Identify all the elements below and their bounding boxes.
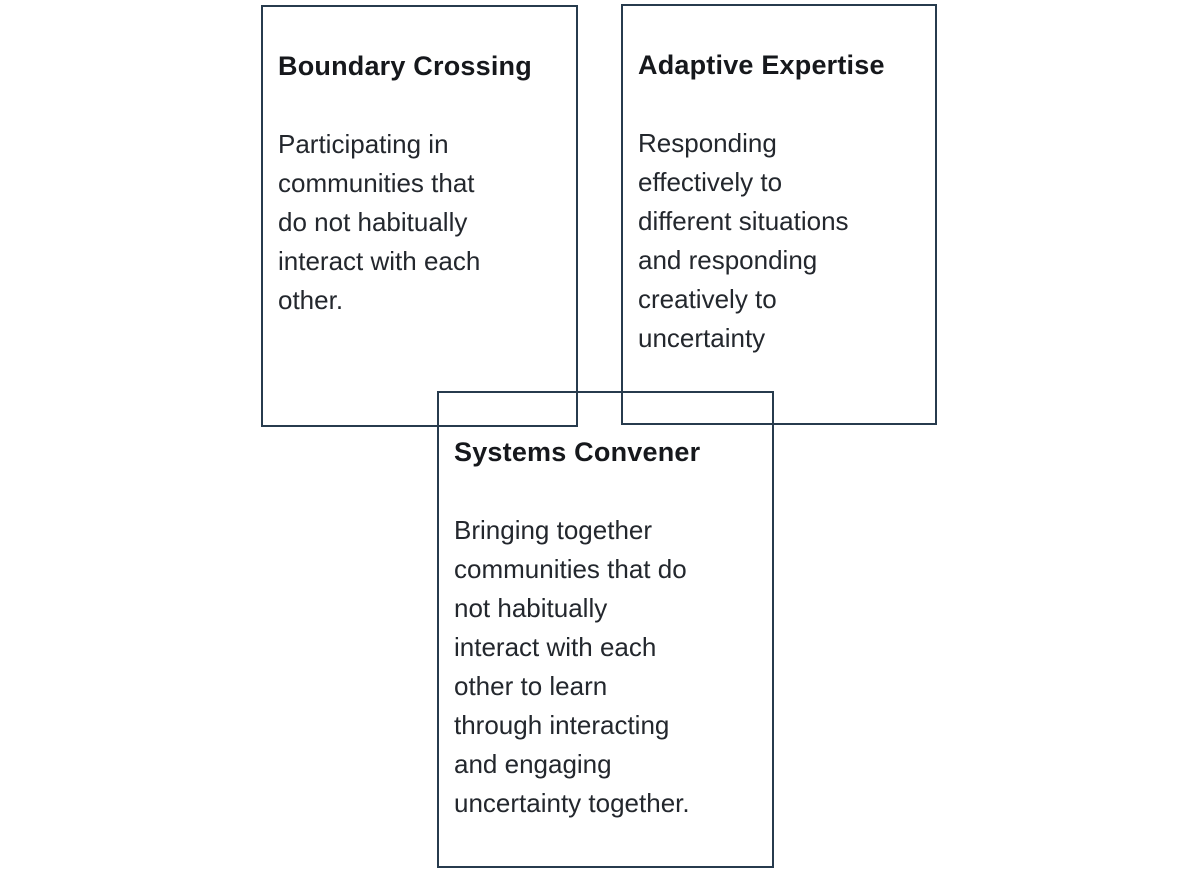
box-adaptive-expertise-body: Responding effectively to different situ… xyxy=(638,128,849,353)
box-boundary-crossing: Boundary Crossing Participating in commu… xyxy=(261,5,578,427)
box-systems-convener-body: Bringing together communities that do no… xyxy=(454,515,690,818)
box-systems-convener-title: Systems Convener xyxy=(454,437,701,467)
box-adaptive-expertise-title: Adaptive Expertise xyxy=(638,50,885,80)
box-systems-convener: Systems Convener Bringing together commu… xyxy=(437,391,774,868)
box-boundary-crossing-title: Boundary Crossing xyxy=(278,51,532,81)
box-adaptive-expertise: Adaptive Expertise Responding effectivel… xyxy=(621,4,937,425)
box-boundary-crossing-body: Participating in communities that do not… xyxy=(278,129,481,315)
